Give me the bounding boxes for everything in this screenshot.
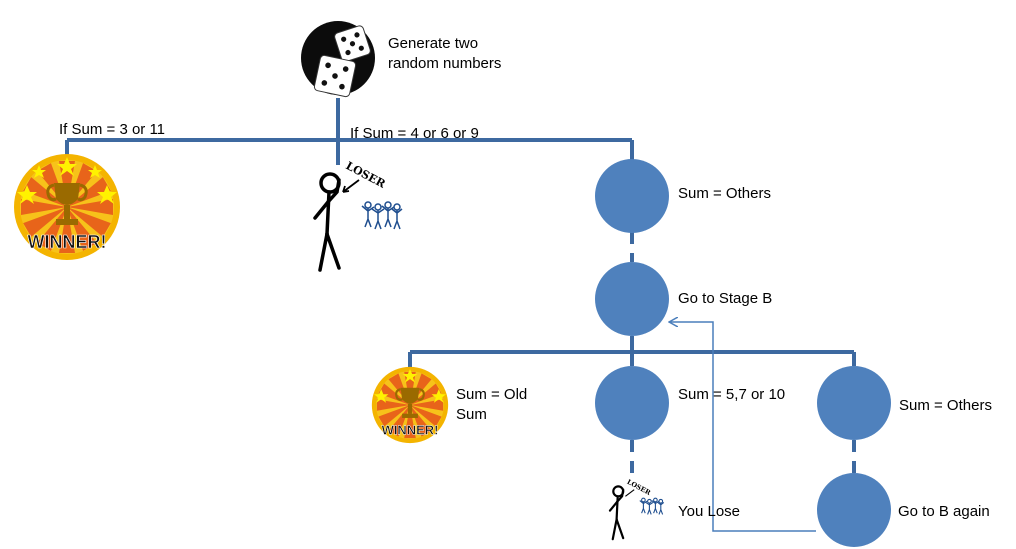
node-label-sum-others-top: Sum = Others	[678, 185, 771, 202]
winner-text-small: WINNER!	[382, 423, 439, 438]
node-go-b-again	[817, 473, 891, 547]
node-label-sum-old-sum: Sum = Old Sum	[456, 386, 528, 423]
node-sum-others-top	[595, 159, 669, 233]
left-branch-condition: If Sum = 3 or 11	[59, 121, 166, 138]
connectors	[65, 98, 856, 478]
node-sum-others-b	[817, 366, 891, 440]
middle-branch-condition: If Sum = 4 or 6 or 9	[350, 125, 479, 142]
node-label-sum-others-b: Sum = Others	[899, 397, 992, 414]
loop-back-arrow	[670, 322, 816, 532]
dice-icon	[301, 21, 375, 98]
node-label-go-stage-b: Go to Stage B	[678, 290, 773, 307]
node-sum-5-7-10	[595, 366, 669, 440]
loser-figure-icon: LOSER	[313, 159, 388, 272]
winner-badge-small-icon: WINNER!	[371, 366, 449, 444]
winner-badge-icon: WINNER!	[14, 154, 120, 260]
winner-text: WINNER!	[28, 232, 107, 252]
flow-nodes	[595, 159, 891, 547]
node-label-sum-5-7-10: Sum = 5,7 or 10	[678, 386, 786, 403]
node-label-you-lose: You Lose	[678, 503, 741, 520]
loser-text-small: LOSER	[626, 478, 653, 497]
crowd-small-icon	[639, 497, 665, 515]
crowd-icon	[361, 201, 403, 230]
node-go-stage-b	[595, 262, 669, 336]
dice-label: Generate two random numbers	[388, 35, 502, 72]
node-label-go-b-again: Go to B again	[898, 503, 990, 520]
loser-figure-small-icon: LOSER	[608, 478, 653, 541]
